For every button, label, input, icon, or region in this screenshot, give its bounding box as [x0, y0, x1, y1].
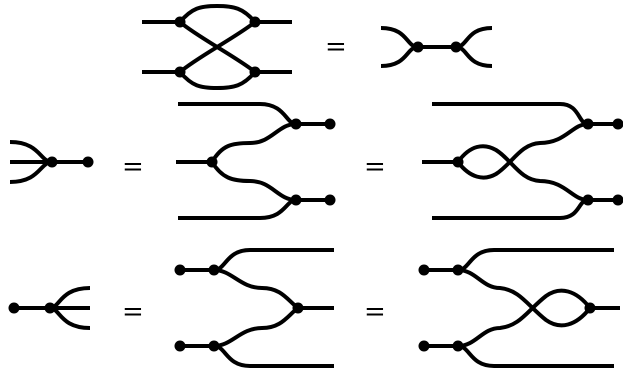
equals-sign: = — [364, 152, 386, 182]
equals-sign: = — [364, 297, 386, 327]
row-2-rhs-dot — [582, 194, 594, 206]
row-3-lhs-fork — [48, 286, 91, 330]
row-2-rhs-dot — [612, 118, 623, 130]
row-3-lhs-dot — [44, 302, 56, 314]
row-3-mid-merge-upper — [213, 268, 300, 310]
equals-sign: = — [325, 32, 347, 62]
row-2-lhs-dot — [46, 156, 58, 168]
row-2-rhs-dot — [582, 118, 594, 130]
row-2-mid-dot — [290, 118, 302, 130]
row-2-rhs-diagram — [422, 102, 623, 220]
row-1-rhs-dot — [450, 41, 462, 53]
row-1-lhs-dot — [249, 16, 261, 28]
row-1-lhs-bottom-bubble-lower — [178, 70, 257, 90]
row-1-lhs-top-bubble-upper — [178, 4, 257, 24]
row-3-rhs-dot — [452, 264, 464, 276]
row-2-mid-diagram — [176, 102, 336, 220]
row-3-rhs-dot — [452, 340, 464, 352]
row-2-rhs-dot — [612, 194, 623, 206]
row-3-equation: = = — [8, 248, 620, 368]
row-2-lhs-diagram — [9, 140, 94, 184]
row-3-rhs-dot — [418, 340, 430, 352]
row-3-mid-dot — [208, 340, 220, 352]
row-2-mid-top-wire — [178, 102, 330, 126]
row-1-rhs-cup — [380, 26, 420, 68]
row-2-lhs-dot — [82, 156, 94, 168]
row-1-lhs-dot — [174, 16, 186, 28]
row-3-mid-merge-lower — [213, 306, 300, 348]
row-3-rhs-bottom-wire — [424, 344, 614, 368]
row-1-lhs-diagram — [142, 4, 292, 90]
row-1-lhs-dot — [249, 66, 261, 78]
row-2-mid-dot — [324, 118, 336, 130]
row-2-rhs-loop-lower — [456, 122, 589, 180]
row-1-rhs-dot — [412, 41, 424, 53]
equals-sign: = — [122, 152, 144, 182]
row-1-lhs-dot — [174, 66, 186, 78]
row-2-rhs-dot — [452, 156, 464, 168]
row-2-mid-split-upper — [210, 122, 297, 164]
row-1-rhs-diagram — [380, 26, 493, 68]
row-2-mid-bottom-wire — [178, 198, 330, 220]
row-2-equation: = = — [9, 102, 623, 220]
row-1-equation: = — [142, 4, 493, 90]
row-3-lhs-dot — [8, 302, 20, 314]
row-3-lhs-diagram — [8, 286, 91, 330]
row-3-mid-dot — [174, 340, 186, 352]
row-3-mid-dot — [174, 264, 186, 276]
row-3-mid-dot — [292, 302, 304, 314]
row-3-rhs-top-wire — [424, 248, 614, 272]
row-3-rhs-loop-upper — [457, 268, 592, 328]
equals-sign: = — [122, 297, 144, 327]
row-2-mid-dot — [206, 156, 218, 168]
row-3-mid-bottom-wire — [180, 344, 334, 368]
row-3-rhs-dot — [584, 302, 596, 314]
row-3-rhs-dot — [418, 264, 430, 276]
row-2-mid-split-lower — [210, 160, 297, 202]
row-3-mid-diagram — [174, 248, 334, 368]
row-3-mid-dot — [208, 264, 220, 276]
row-3-mid-top-wire — [180, 248, 334, 272]
row-1-lhs-cross-b — [178, 20, 257, 74]
row-2-mid-dot — [324, 194, 336, 206]
row-3-rhs-diagram — [418, 248, 620, 368]
row-3-rhs-loop-lower — [457, 288, 592, 348]
row-2-mid-dot — [290, 194, 302, 206]
row-2-rhs-loop-upper — [456, 144, 589, 202]
row-2-lhs-fork — [9, 140, 54, 184]
